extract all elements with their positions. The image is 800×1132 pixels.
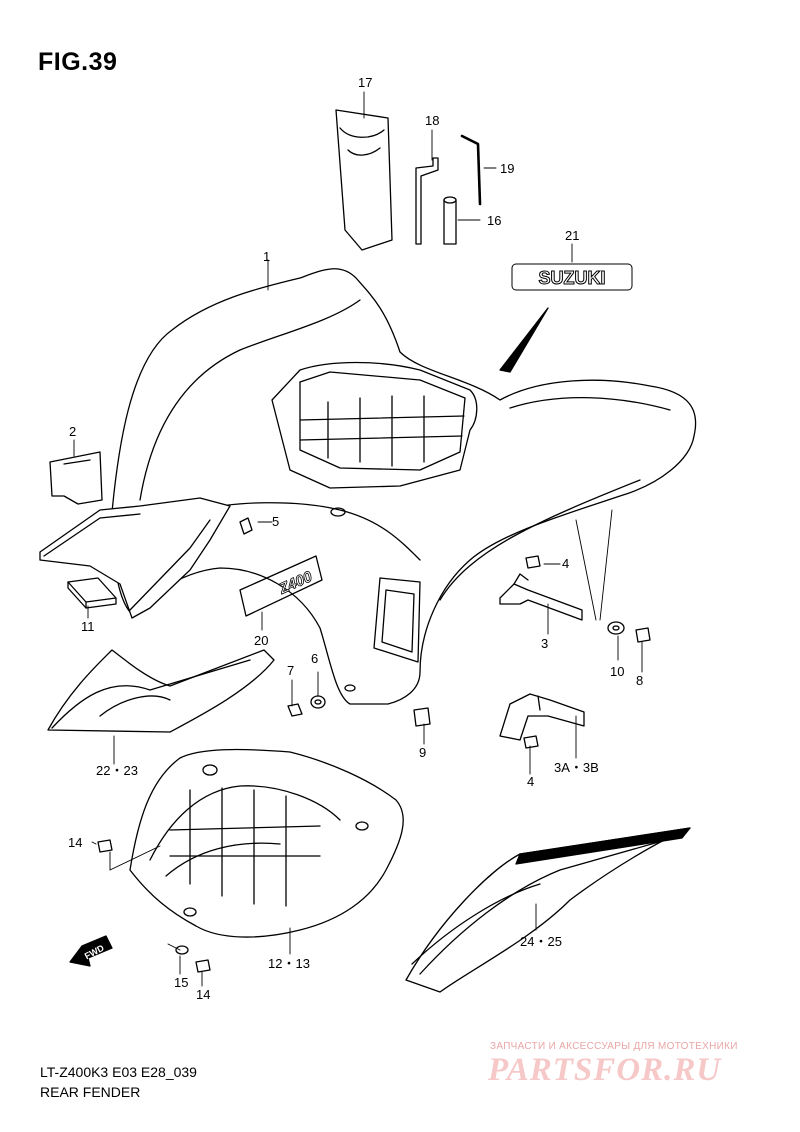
callout-14-upper: 14 [68, 835, 83, 850]
callout-2: 2 [69, 424, 77, 439]
part-11-block [67, 577, 117, 609]
callout-8: 8 [636, 673, 644, 688]
figure-title: FIG.39 [38, 48, 118, 76]
callout-17: 17 [358, 75, 373, 90]
callout-16: 16 [487, 213, 502, 228]
callout-1: 1 [263, 249, 271, 264]
watermark-tagline: ЗАПЧАСТИ И АКСЕССУАРЫ ДЛЯ МОТОТЕХНИКИ [490, 1041, 738, 1052]
callout-7: 7 [287, 663, 295, 678]
callout-18: 18 [425, 113, 440, 128]
part-17-flap [335, 109, 393, 251]
callout-3: 3 [541, 636, 549, 651]
part-18-bracket [415, 157, 439, 245]
part-16-tube [443, 196, 457, 245]
leader-lines [73, 91, 643, 987]
callout-14-lower: 14 [196, 987, 211, 1002]
callout-10: 10 [610, 664, 625, 679]
part-1-rear-fender [111, 268, 697, 705]
watermark-site: PARTSFOR.RU [488, 1052, 722, 1088]
part-19-hex-wrench [460, 134, 482, 206]
callout-21: 21 [565, 228, 580, 243]
callout-6: 6 [311, 651, 319, 666]
callout-4-upper: 4 [562, 556, 570, 571]
model-code: LT-Z400K3 E03 E28_039 [40, 1064, 197, 1080]
section-name: REAR FENDER [40, 1084, 141, 1100]
callout-15: 15 [174, 975, 189, 990]
callout-4-lower: 4 [527, 774, 535, 789]
part-3-bracket [499, 573, 583, 621]
part-12-13-inner-fender [129, 748, 404, 938]
callout-20: 20 [254, 633, 269, 648]
callout-22-23: 22・23 [96, 763, 138, 778]
callout-24-25: 24・25 [520, 934, 562, 949]
part-22-23-side-cover [47, 649, 275, 733]
part-3a-3b-bracket [499, 693, 585, 741]
callout-12-13: 12・13 [268, 956, 310, 971]
part-20-side-plate [39, 497, 231, 619]
callout-9: 9 [419, 745, 427, 760]
callout-3a-3b: 3A・3B [554, 760, 599, 775]
suzuki-decal-text: SUZUKI [539, 268, 606, 288]
callout-5: 5 [272, 514, 280, 529]
callout-19: 19 [500, 161, 515, 176]
part-24-25-decal [405, 827, 691, 993]
part-2-flap [49, 451, 103, 505]
callout-11: 11 [81, 619, 95, 634]
fasteners [97, 555, 651, 973]
